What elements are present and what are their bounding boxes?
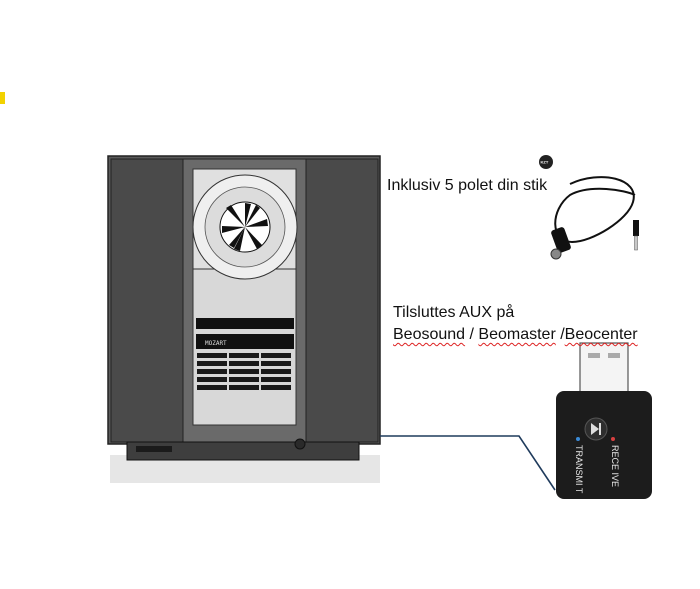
panel-button: [229, 385, 259, 390]
panel-button: [197, 361, 227, 366]
display-text: MOZART: [205, 340, 227, 347]
cable-loop: [554, 176, 636, 244]
adapter-body: [556, 391, 652, 499]
panel-button: [197, 385, 227, 390]
base-slot: [136, 446, 172, 452]
model-separator-1: /: [465, 326, 479, 343]
panel-button: [229, 369, 259, 374]
cd-spokes: [222, 203, 268, 251]
models-caption: Beosound / Beomaster /Beocenter: [393, 326, 638, 344]
panel-button: [229, 377, 259, 382]
panel-button: [229, 353, 259, 358]
display-panel: [196, 334, 294, 349]
display-strip: [196, 318, 294, 329]
panel-button: [229, 361, 259, 366]
din-plug-icon: [551, 227, 571, 253]
model-separator-2: /: [555, 326, 565, 343]
panel-button: [261, 385, 291, 390]
headphone-jack: [294, 438, 306, 450]
yellow-edge-marker: [0, 92, 5, 104]
status-led-blue: [576, 437, 580, 441]
receive-label: RECE IVE: [610, 445, 620, 487]
panel-button: [261, 353, 291, 358]
bluetooth-adapter: TRANSMI T RECE IVE: [556, 342, 652, 499]
panel-button: [261, 361, 291, 366]
model-beosound: Beosound: [393, 326, 466, 343]
cable-caption: Inklusiv 5 polet din stik: [387, 177, 548, 194]
aux-jack-icon: [633, 220, 639, 236]
model-beomaster: Beomaster: [478, 326, 556, 343]
button-grid: [197, 353, 291, 390]
usb-connector: [579, 342, 629, 400]
model-beocenter: Beocenter: [564, 326, 638, 343]
connect-caption: Tilsluttes AUX på: [393, 304, 515, 321]
panel-button: [261, 369, 291, 374]
status-led-red: [611, 437, 615, 441]
cable-badge-text: KZT: [541, 160, 549, 165]
cabinet-left-door: [110, 158, 184, 443]
panel-button: [197, 353, 227, 358]
connection-wire: [380, 435, 556, 491]
din-cable-illustration: KZT: [539, 155, 639, 260]
transmit-label: TRANSMI T: [574, 445, 584, 494]
cable-badge-icon: [539, 155, 553, 169]
panel-button: [261, 377, 291, 382]
panel-button: [197, 377, 227, 382]
panel-button: [197, 369, 227, 374]
cabinet-right-door: [305, 158, 379, 443]
